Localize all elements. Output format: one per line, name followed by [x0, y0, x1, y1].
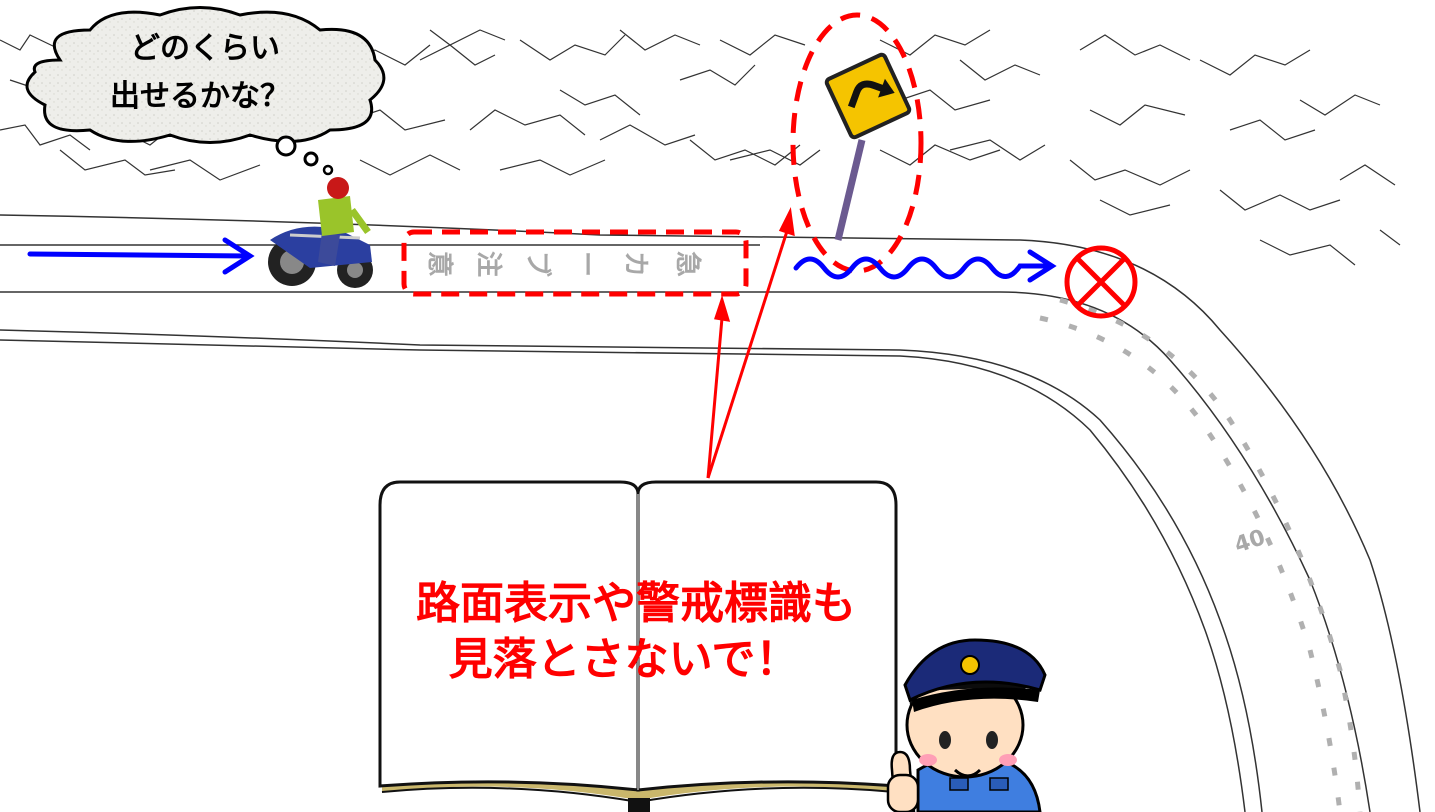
- trees: [0, 29, 1401, 266]
- pointer-lines: [706, 206, 795, 479]
- message-line-2: 見落とさないで！: [449, 634, 800, 685]
- thought-bubble: どのくらい 出せるかな？: [25, 6, 386, 176]
- road-char-4: ブ: [522, 251, 553, 277]
- approach-arrow: [27, 237, 255, 275]
- thought-line-1: どのくらい: [130, 31, 280, 66]
- message-line-1: 路面表示や警戒標識も: [416, 578, 856, 629]
- road-center-dashes: [1039, 297, 1363, 812]
- thought-line-2: 出せるかな？: [110, 79, 290, 114]
- open-book: 路面表示や警戒標識も 見落とさないで！: [378, 480, 898, 812]
- speed-marking: 40: [1232, 525, 1269, 558]
- curve-right-warning-sign-icon: [790, 12, 924, 274]
- motorcycle-rider-icon: [268, 177, 373, 288]
- prohibited-cross-icon: [1064, 245, 1138, 319]
- road-char-1: 急: [672, 251, 702, 277]
- road-char-6: 意: [424, 251, 455, 277]
- swerve-arrow: [793, 249, 1057, 283]
- road-char-5: 注: [473, 251, 504, 277]
- road-char-3: ー: [571, 251, 601, 277]
- police-officer-icon: [886, 638, 1047, 812]
- road-char-2: カ: [620, 251, 650, 277]
- road: [0, 214, 1421, 812]
- road-marking: 急 カ ー ブ 注 意: [401, 229, 749, 297]
